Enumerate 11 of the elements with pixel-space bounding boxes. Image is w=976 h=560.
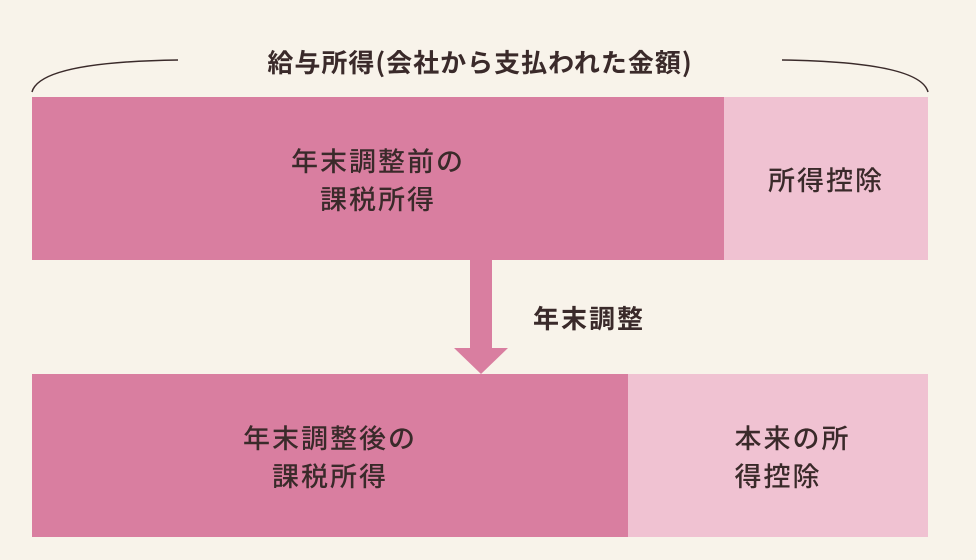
heading: 給与所得(会社から支払われた金額) (266, 44, 694, 80)
segment-label: 所得控除 (768, 160, 884, 198)
segment-label: 本来の所得控除 (734, 418, 852, 494)
bar-segment (32, 374, 628, 537)
segment-label: 年末調整前の課税所得 (290, 140, 466, 216)
segment-label: 年末調整後の課税所得 (242, 418, 418, 494)
edge-label: 年末調整 (533, 300, 646, 336)
bar-segment (32, 97, 724, 260)
bar-segment (628, 374, 928, 537)
down-arrow (454, 260, 508, 374)
bar-segment (724, 97, 928, 260)
